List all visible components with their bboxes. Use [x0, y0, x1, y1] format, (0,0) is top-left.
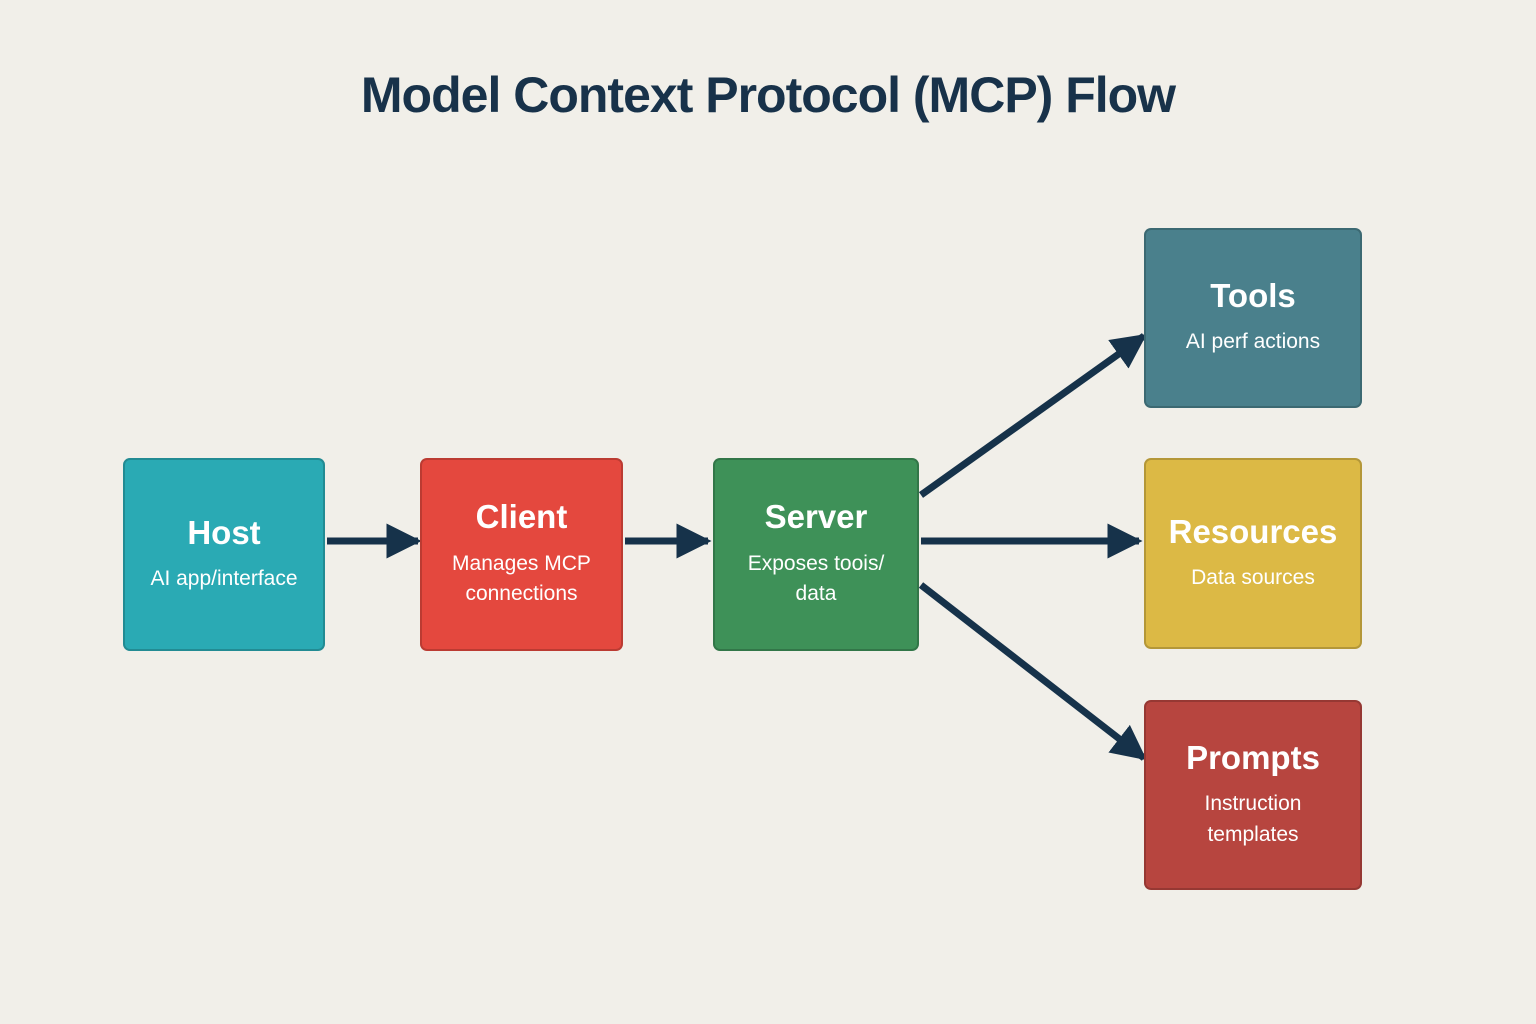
node-host: Host AI app/interface [123, 458, 325, 651]
node-client-description: Manages MCP connections [452, 551, 591, 606]
node-prompts-description: Instruction templates [1204, 792, 1302, 846]
node-tools-description: AI perf actions [1185, 330, 1321, 354]
node-server-label: Server [764, 498, 868, 536]
arrow-server-prompts [918, 582, 1147, 761]
node-server: Server Exposes toois/ data [713, 458, 919, 651]
arrow-server-tools [918, 333, 1147, 498]
node-client: Client Manages MCP connections [420, 458, 623, 651]
node-resources-description: Data sources [1191, 565, 1315, 589]
node-resources-label: Resources [1168, 512, 1338, 550]
node-host-label: Host [187, 513, 261, 551]
diagram-title: Model Context Protocol (MCP) Flow [360, 67, 1176, 123]
node-host-description: AI app/interface [150, 566, 298, 590]
node-prompts-label: Prompts [1186, 738, 1320, 776]
node-server-description: Exposes toois/ data [747, 551, 885, 606]
node-tools-label: Tools [1210, 277, 1296, 315]
node-tools: Tools AI perf actions [1144, 228, 1362, 408]
node-prompts: Prompts Instruction templates [1144, 700, 1362, 890]
node-client-label: Client [475, 498, 568, 536]
node-resources: Resources Data sources [1144, 458, 1362, 649]
